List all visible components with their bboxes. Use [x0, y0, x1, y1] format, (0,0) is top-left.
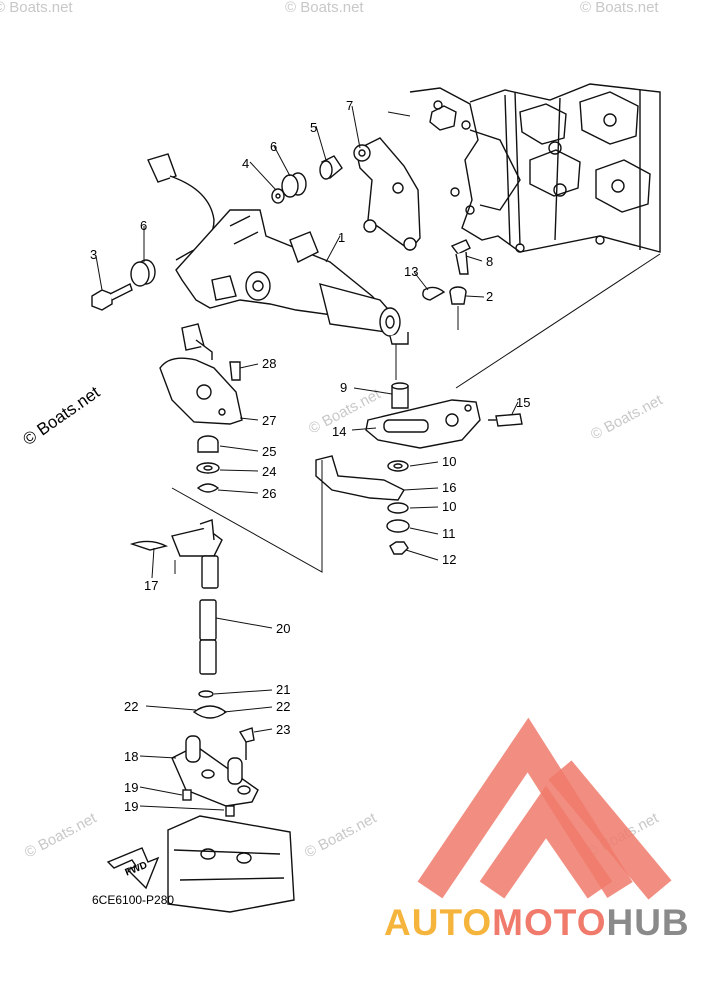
lower-shift-shaft: [129, 519, 255, 760]
callout-3: 3: [90, 247, 97, 262]
shift-rod-assembly: [147, 153, 409, 345]
watermark-top-right: © Boats.net: [580, 0, 659, 16]
callout-19a: 19: [124, 780, 138, 795]
logo-auto: AUTO: [384, 902, 493, 943]
callout-5: 5: [310, 120, 317, 135]
callout-26: 26: [262, 486, 276, 501]
watermark-top-left: © Boats.net: [0, 0, 73, 16]
callout-17: 17: [144, 578, 158, 593]
callout-27: 27: [262, 413, 276, 428]
watermark-low-center: © Boats.net: [302, 809, 380, 861]
callout-1: 1: [338, 230, 345, 245]
callout-18: 18: [124, 749, 138, 764]
callout-8: 8: [486, 254, 493, 269]
callout-2: 2: [486, 289, 493, 304]
bracket-part-7: [353, 137, 421, 251]
diagram-code: 6CE6100-P280: [92, 893, 175, 907]
fwd-arrow-icon: FWD: [106, 847, 160, 890]
callout-19b: 19: [124, 799, 138, 814]
callout-11: 11: [442, 526, 456, 541]
callout-23: 23: [276, 722, 290, 737]
logo-hub: HUB: [606, 902, 690, 943]
logo-triangle: [417, 717, 672, 900]
shift-lever-assembly: [315, 382, 523, 555]
watermark-low-left: © Boats.net: [22, 809, 100, 861]
upper-small-parts: [422, 239, 471, 305]
callout-10a: 10: [442, 454, 456, 469]
watermark-top-mid: © Boats.net: [285, 0, 364, 16]
callout-28: 28: [262, 356, 276, 371]
callout-6b: 6: [140, 218, 147, 233]
callout-21: 21: [276, 682, 290, 697]
side-watermark: © Boats.net: [19, 382, 103, 449]
engine-block: [409, 83, 661, 253]
lower-bracket-assembly: [167, 735, 295, 913]
callout-9: 9: [340, 380, 347, 395]
logo-moto: MOTO: [492, 902, 607, 943]
watermark-mid-right: © Boats.net: [588, 391, 666, 443]
bolt-part-3: [91, 283, 133, 311]
sensor-assembly: [159, 323, 243, 493]
callout-20: 20: [276, 621, 290, 636]
automotohub-logo: AUTOMOTOHUB: [384, 902, 690, 944]
callout-numbers: 1 2 3 4 5 6 6 7 8 9 10 10 11 12 13 14 15…: [90, 98, 530, 814]
callout-15: 15: [516, 395, 530, 410]
callout-13: 13: [404, 264, 418, 279]
callout-12: 12: [442, 552, 456, 567]
leader-lines: [95, 105, 661, 811]
bushing-parts: [130, 155, 343, 287]
callout-14: 14: [332, 424, 346, 439]
callout-7: 7: [346, 98, 353, 113]
callout-10b: 10: [442, 499, 456, 514]
callout-22a: 22: [124, 699, 138, 714]
callout-22b: 22: [276, 699, 290, 714]
callout-25: 25: [262, 444, 276, 459]
callout-16: 16: [442, 480, 456, 495]
callout-4: 4: [242, 156, 249, 171]
callout-24: 24: [262, 464, 276, 479]
callout-6a: 6: [270, 139, 277, 154]
